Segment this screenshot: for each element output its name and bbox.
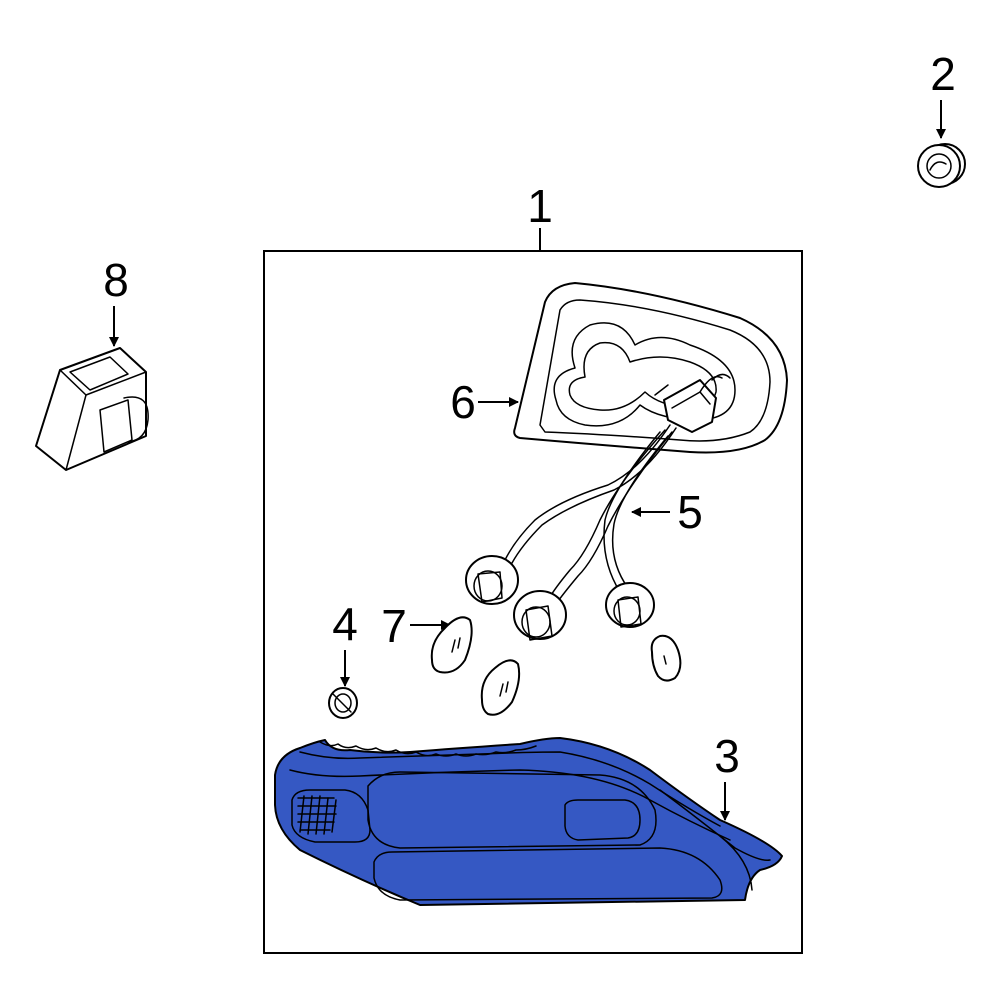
small-socket (328, 687, 358, 719)
callout-4: 4 (332, 598, 358, 650)
wiring-harness (465, 373, 731, 641)
assembly-box (263, 250, 803, 954)
callout-8: 8 (103, 254, 129, 306)
callout-1: 1 (527, 180, 553, 232)
lamp-housing (513, 282, 788, 454)
callout-6: 6 (450, 376, 476, 428)
callout-3: 3 (714, 730, 740, 782)
callout-7: 7 (381, 600, 407, 652)
grommet-part (917, 143, 966, 188)
tail-lamp-lens (274, 737, 783, 906)
connector-module (35, 347, 149, 471)
callout-2: 2 (930, 48, 956, 100)
lens-grid (297, 795, 337, 835)
callout-5: 5 (677, 486, 703, 538)
bulbs (430, 616, 682, 716)
